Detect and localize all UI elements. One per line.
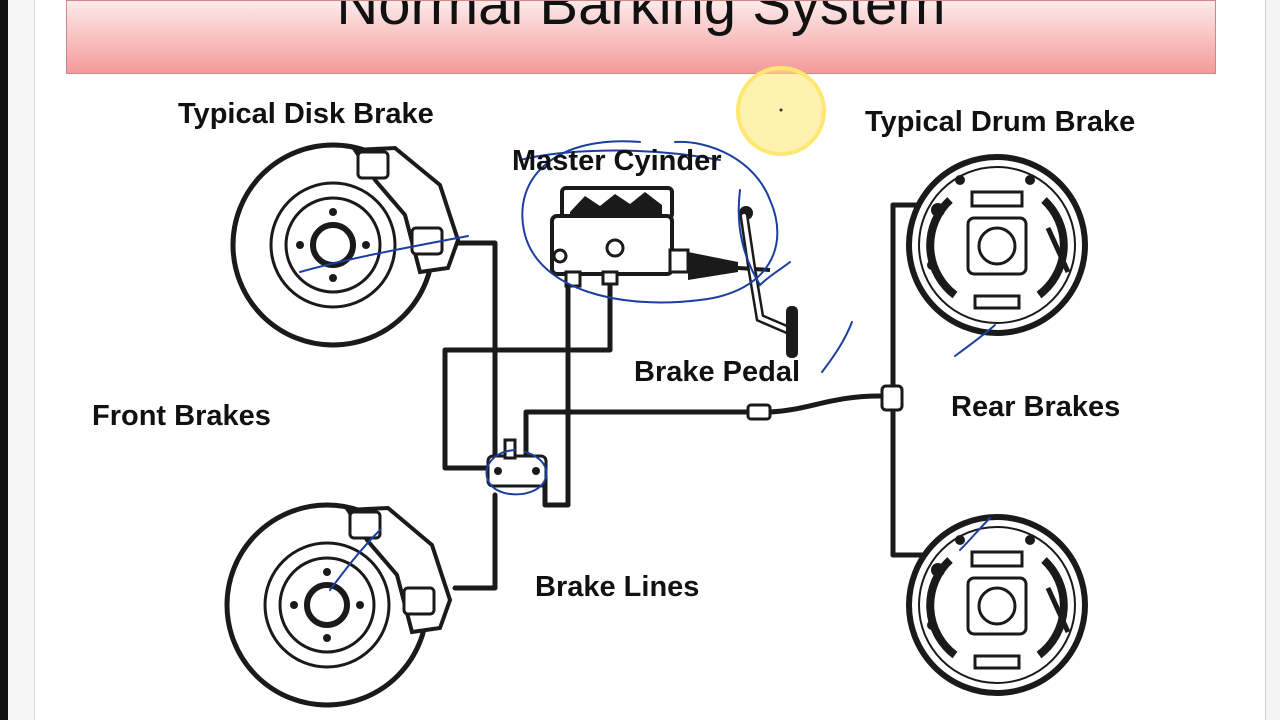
label-typical-drum-brake: Typical Drum Brake bbox=[865, 106, 1136, 138]
rear-tee-fitting bbox=[880, 384, 904, 412]
annotation-valve-circle bbox=[485, 449, 548, 496]
label-brake-pedal: Brake Pedal bbox=[634, 356, 801, 388]
disk-brake-front-upper bbox=[230, 142, 461, 348]
label-front-brakes: Front Brakes bbox=[92, 400, 271, 432]
label-typical-disk-brake: Typical Disk Brake bbox=[178, 98, 434, 130]
brake-line-master-down bbox=[542, 282, 571, 508]
hose-fitting bbox=[746, 403, 772, 421]
brake-pedal bbox=[737, 206, 798, 358]
annotation-pedal-stroke bbox=[821, 321, 853, 373]
slide-title: Normal Barking System bbox=[336, 0, 946, 37]
drum-brake-rear-lower bbox=[906, 514, 1088, 696]
label-brake-lines: Brake Lines bbox=[535, 571, 700, 603]
label-master-cylinder: Master Cyinder bbox=[512, 145, 722, 177]
label-rear-brakes: Rear Brakes bbox=[951, 391, 1121, 423]
annotation-master-underline bbox=[519, 149, 721, 161]
brake-line-master-left bbox=[442, 267, 613, 471]
slide-margin-left bbox=[8, 0, 35, 720]
annotation-drum-lower bbox=[959, 517, 991, 551]
drum-brake-rear-upper bbox=[906, 154, 1088, 336]
brake-line-to-rear bbox=[523, 409, 753, 473]
cursor-dot bbox=[779, 108, 783, 112]
master-cylinder bbox=[550, 186, 738, 288]
brake-line-front-left-lower bbox=[452, 492, 498, 591]
annotation-master-circle bbox=[521, 140, 779, 304]
annotation-pedal-loop bbox=[737, 189, 791, 287]
window-edge-left bbox=[0, 0, 8, 720]
slide-title-banner: Normal Barking System bbox=[66, 0, 1216, 74]
disk-brake-front-lower bbox=[224, 502, 453, 708]
brake-hose-rear bbox=[767, 393, 883, 415]
scrollbar-right[interactable] bbox=[1265, 0, 1280, 720]
annotation-disk-lower bbox=[329, 529, 381, 591]
brake-line-front-left-upper bbox=[452, 240, 498, 473]
annotation-disk-upper bbox=[299, 235, 469, 273]
annotation-drum-upper bbox=[954, 324, 996, 357]
pen-annotations bbox=[299, 140, 996, 591]
